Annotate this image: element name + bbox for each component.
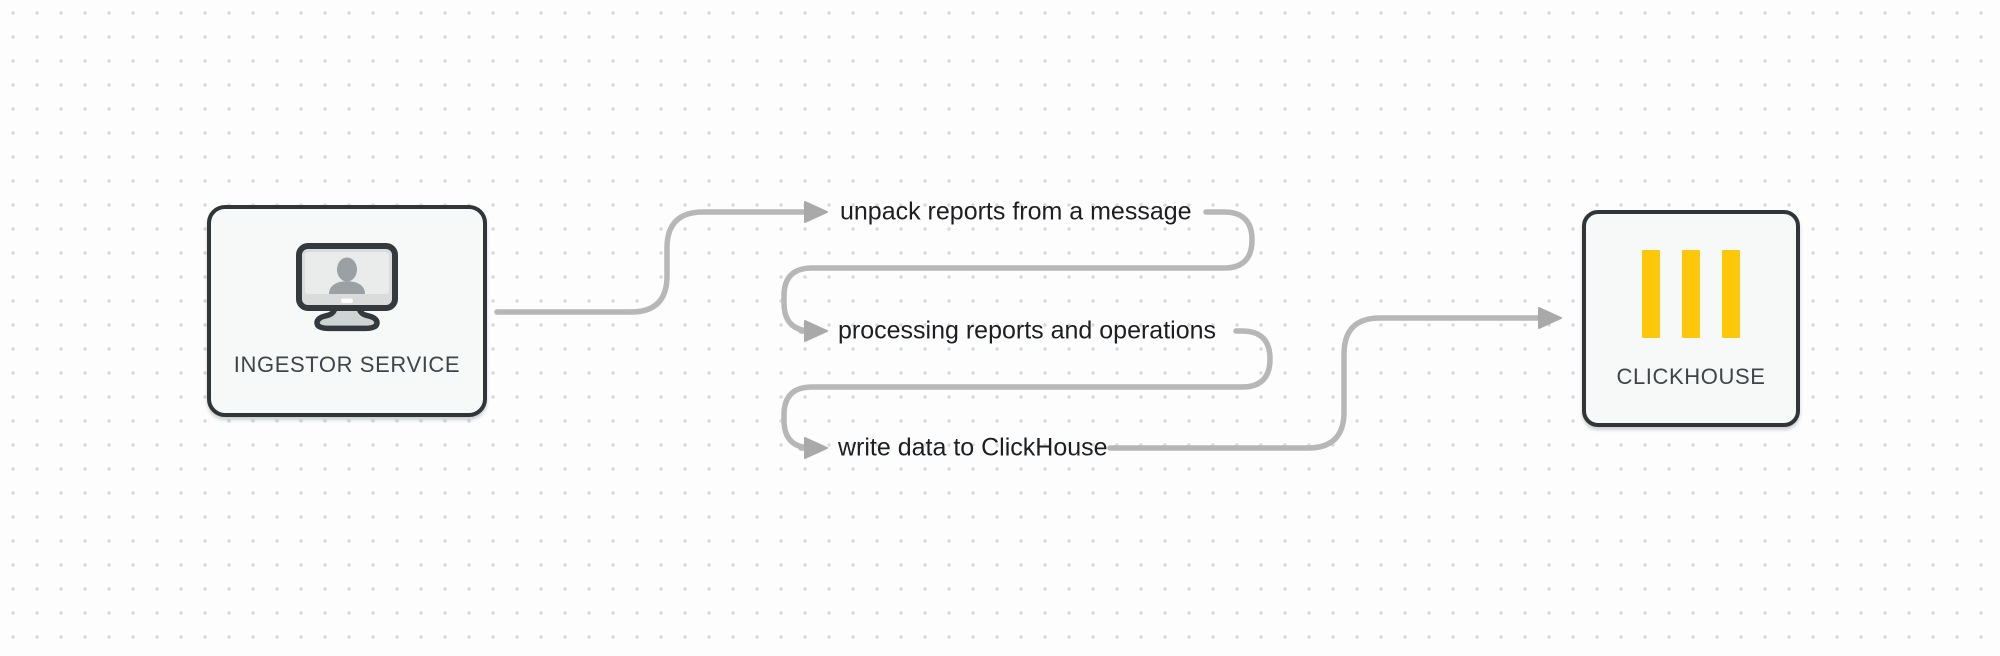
connector-ingestor-to-step1[interactable] xyxy=(494,209,806,315)
monitor-bezel-dash xyxy=(341,298,353,303)
connector-step1-to-step2[interactable] xyxy=(781,209,1255,334)
connector-step2-to-step3[interactable] xyxy=(781,328,1273,451)
clickhouse-bars-icon xyxy=(1642,250,1740,338)
node-ingestor-service[interactable]: INGESTOR SERVICE xyxy=(207,205,487,417)
connector-step3-to-clickhouse[interactable] xyxy=(1107,315,1541,451)
node-ingestor-label: INGESTOR SERVICE xyxy=(233,352,461,377)
arrowhead-step2-icon xyxy=(804,320,828,342)
monitor-user-icon xyxy=(296,243,398,332)
arrowhead-clickhouse-icon xyxy=(1538,307,1562,329)
node-clickhouse-label: CLICKHOUSE xyxy=(1616,364,1766,389)
monitor-stand xyxy=(314,303,380,332)
arrowhead-step3-icon xyxy=(804,437,828,459)
arrowhead-step1-icon xyxy=(804,201,828,223)
step-label-processing-reports[interactable]: processing reports and operations xyxy=(838,316,1217,345)
user-silhouette xyxy=(329,257,365,294)
step-label-unpack-reports[interactable]: unpack reports from a message xyxy=(840,197,1192,226)
node-clickhouse[interactable]: CLICKHOUSE xyxy=(1582,210,1800,427)
step-label-write-data[interactable]: write data to ClickHouse xyxy=(838,433,1108,462)
